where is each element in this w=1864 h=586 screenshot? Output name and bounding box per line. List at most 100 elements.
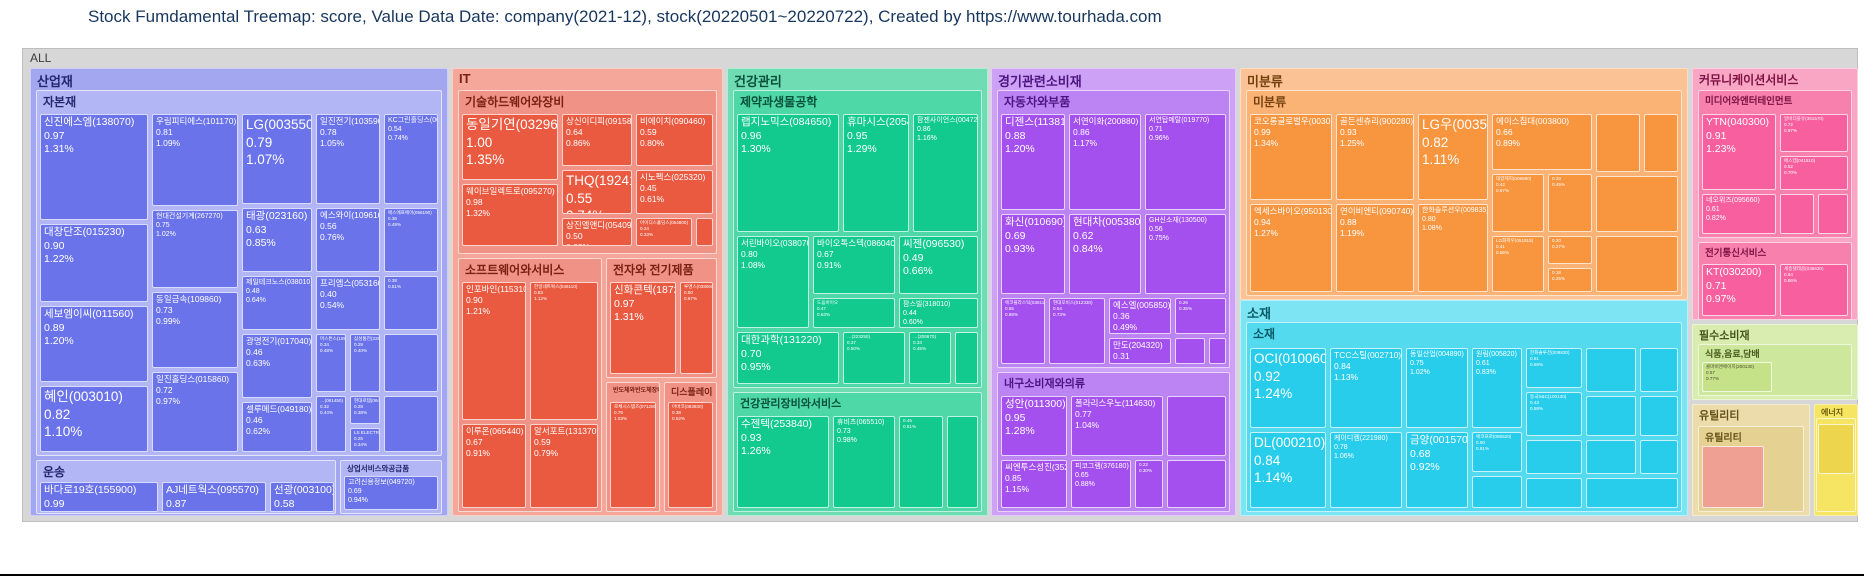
treemap-cell[interactable]: LG우(003555)0.821.11% — [1418, 114, 1488, 200]
treemap-cell[interactable]: THQ(192410)0.550.74% — [562, 170, 632, 214]
treemap-cell[interactable] — [384, 334, 438, 392]
treemap-cell[interactable]: 만도(204320)0.310.41% — [1109, 338, 1171, 364]
treemap-cell[interactable]: 신화콘텍(187270)0.971.31% — [610, 282, 676, 374]
treemap-cell[interactable]: 동일기연(032960)1.001.35% — [462, 114, 558, 180]
treemap-cell[interactable] — [1596, 176, 1678, 232]
treemap-cell[interactable] — [1640, 396, 1678, 436]
treemap-cell[interactable] — [947, 416, 978, 508]
treemap-cell[interactable]: AJ네트웍스(095570)0.871.18% — [162, 482, 266, 512]
treemap-cell[interactable] — [1780, 194, 1814, 234]
treemap-cell[interactable]: 삼성통전(328280)0.290.40% — [350, 334, 380, 392]
treemap-root-label[interactable]: ALL — [30, 51, 52, 65]
treemap-cell[interactable] — [1702, 446, 1764, 508]
treemap-cell[interactable] — [696, 218, 713, 246]
treemap-cell[interactable]: 바다로19호(155900)0.991.33% — [40, 482, 158, 512]
treemap-cell[interactable]: LS ELECTRIC(010120)0.250.34% — [350, 428, 380, 452]
treemap-cell[interactable] — [1586, 478, 1678, 508]
treemap-cell[interactable] — [1586, 348, 1636, 392]
treemap-cell[interactable] — [1526, 478, 1582, 508]
treemap-cell[interactable] — [1640, 348, 1678, 392]
treemap-cell[interactable] — [384, 396, 438, 452]
treemap-cell[interactable] — [1596, 236, 1678, 292]
treemap-cell[interactable] — [1472, 476, 1522, 508]
treemap-cell[interactable] — [1586, 396, 1636, 436]
treemap-cell[interactable] — [1640, 440, 1678, 474]
treemap-cell[interactable] — [1167, 460, 1226, 508]
treemap-cell[interactable] — [1175, 338, 1205, 364]
treemap-cell[interactable] — [1644, 114, 1678, 172]
treemap-cell[interactable]: 디젠스(113810)0.881.20% — [1001, 114, 1065, 210]
treemap-cell[interactable]: 선광(003100)0.580.78% — [270, 482, 334, 512]
treemap-cell[interactable] — [1167, 396, 1226, 456]
treemap-cell[interactable] — [1818, 424, 1854, 474]
treemap-cell[interactable] — [955, 332, 978, 384]
treemap-cell[interactable] — [1818, 194, 1848, 234]
treemap-cell[interactable]: 현대로템(064350)0.280.38% — [350, 396, 380, 424]
treemap-cell[interactable] — [1596, 114, 1640, 172]
